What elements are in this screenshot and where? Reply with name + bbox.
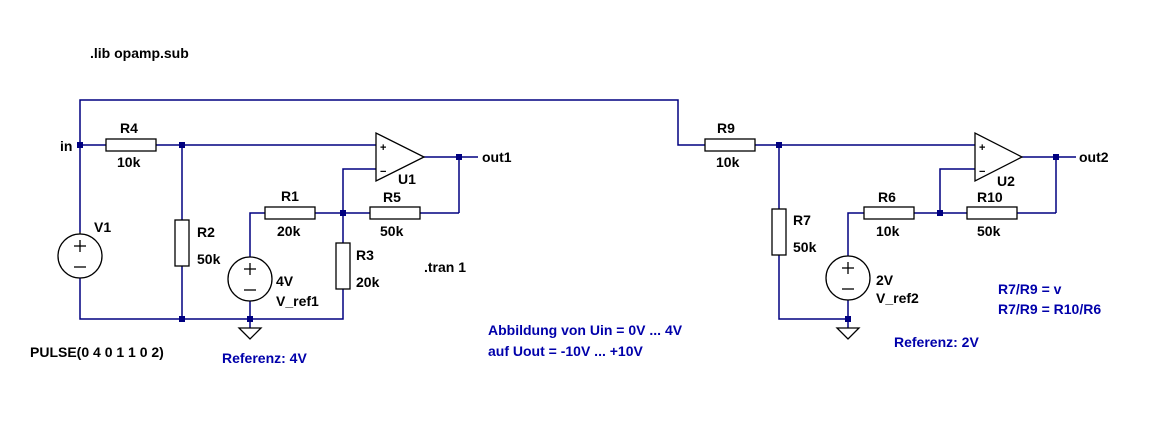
v1-name: V1 xyxy=(94,219,111,235)
vref1-name: V_ref1 xyxy=(276,293,319,309)
resistor-r2[interactable] xyxy=(174,219,190,267)
junction-r7-top xyxy=(776,142,782,148)
resistor-r6[interactable] xyxy=(863,206,915,220)
junction-in xyxy=(77,142,83,148)
note-reference-2[interactable]: Referenz: 2V xyxy=(894,334,979,350)
u1-plus-label: + xyxy=(380,142,386,154)
junction-gnd1 xyxy=(247,316,253,322)
lib-directive[interactable]: .lib opamp.sub xyxy=(90,45,189,61)
source-vref1[interactable] xyxy=(227,256,273,302)
note-mapping-line2[interactable]: auf Uout = -10V ... +10V xyxy=(488,343,643,359)
u1-name: U1 xyxy=(398,171,416,187)
resistor-r10[interactable] xyxy=(966,206,1018,220)
r6-name: R6 xyxy=(878,189,896,205)
resistor-r4[interactable] xyxy=(105,138,157,152)
r10-name: R10 xyxy=(977,189,1003,205)
wire-r7-gnd xyxy=(778,255,848,320)
u2-name: U2 xyxy=(997,173,1015,189)
resistors xyxy=(105,138,1018,290)
junction-u2-minus xyxy=(937,210,943,216)
r10-value: 50k xyxy=(977,223,1001,239)
vref2-value: 2V xyxy=(876,272,894,288)
u1-minus-label: − xyxy=(380,166,386,178)
r1-name: R1 xyxy=(281,188,299,204)
net-label-in: in xyxy=(60,138,72,154)
u2-plus-label: + xyxy=(979,142,985,154)
vref2-name: V_ref2 xyxy=(876,290,919,306)
wire-vref1-r1 xyxy=(249,212,265,257)
r2-name: R2 xyxy=(197,224,215,240)
junctions xyxy=(77,142,1059,322)
junction-out2 xyxy=(1053,154,1059,160)
junction-r2-top xyxy=(179,142,185,148)
r5-value: 50k xyxy=(380,223,404,239)
tran-directive[interactable]: .tran 1 xyxy=(424,259,466,275)
resistor-r3[interactable] xyxy=(335,242,351,290)
note-formula-2[interactable]: R7/R9 = R10/R6 xyxy=(998,301,1101,317)
wire-in-to-r9 xyxy=(79,99,705,146)
source-v1[interactable] xyxy=(57,232,103,279)
resistor-r7[interactable] xyxy=(771,208,787,256)
resistor-r5[interactable] xyxy=(369,206,421,220)
note-formula-1[interactable]: R7/R9 = v xyxy=(998,281,1062,297)
note-reference-1[interactable]: Referenz: 4V xyxy=(222,350,307,366)
r1-value: 20k xyxy=(277,223,301,239)
source-vref2[interactable] xyxy=(825,255,871,301)
note-mapping-line1[interactable]: Abbildung von Uin = 0V ... 4V xyxy=(488,322,683,338)
r5-name: R5 xyxy=(383,189,401,205)
r6-value: 10k xyxy=(876,223,900,239)
r9-name: R9 xyxy=(717,120,735,136)
ground-icon xyxy=(237,327,263,340)
r9-value: 10k xyxy=(716,154,740,170)
v1-pulse-spec[interactable]: PULSE(0 4 0 1 1 0 2) xyxy=(30,344,164,360)
r3-value: 20k xyxy=(356,274,380,290)
wire-node-u2minus xyxy=(939,168,975,213)
junction-gnd2 xyxy=(845,316,851,322)
opamp-u2[interactable]: + − xyxy=(974,131,1024,183)
r7-value: 50k xyxy=(793,239,817,255)
wire-vref2-r6 xyxy=(847,212,864,256)
junction-out1 xyxy=(456,154,462,160)
opamp-u1[interactable]: + − xyxy=(375,131,426,183)
net-label-out1: out1 xyxy=(482,149,512,165)
r3-name: R3 xyxy=(356,247,374,263)
r4-value: 10k xyxy=(117,154,141,170)
ground-icon xyxy=(835,327,861,340)
u2-minus-label: − xyxy=(979,166,985,178)
vref1-value: 4V xyxy=(276,273,294,289)
wires xyxy=(79,99,1076,328)
resistor-r9[interactable] xyxy=(704,138,756,152)
resistor-r1[interactable] xyxy=(264,206,316,220)
wire-v1-gnd xyxy=(79,278,344,320)
r2-value: 50k xyxy=(197,251,221,267)
r4-name: R4 xyxy=(120,120,138,136)
r7-name: R7 xyxy=(793,212,811,228)
junction-r2-bot xyxy=(179,316,185,322)
junction-u1-minus xyxy=(340,210,346,216)
wire-node-u1minus xyxy=(342,168,376,213)
net-label-out2: out2 xyxy=(1079,149,1109,165)
